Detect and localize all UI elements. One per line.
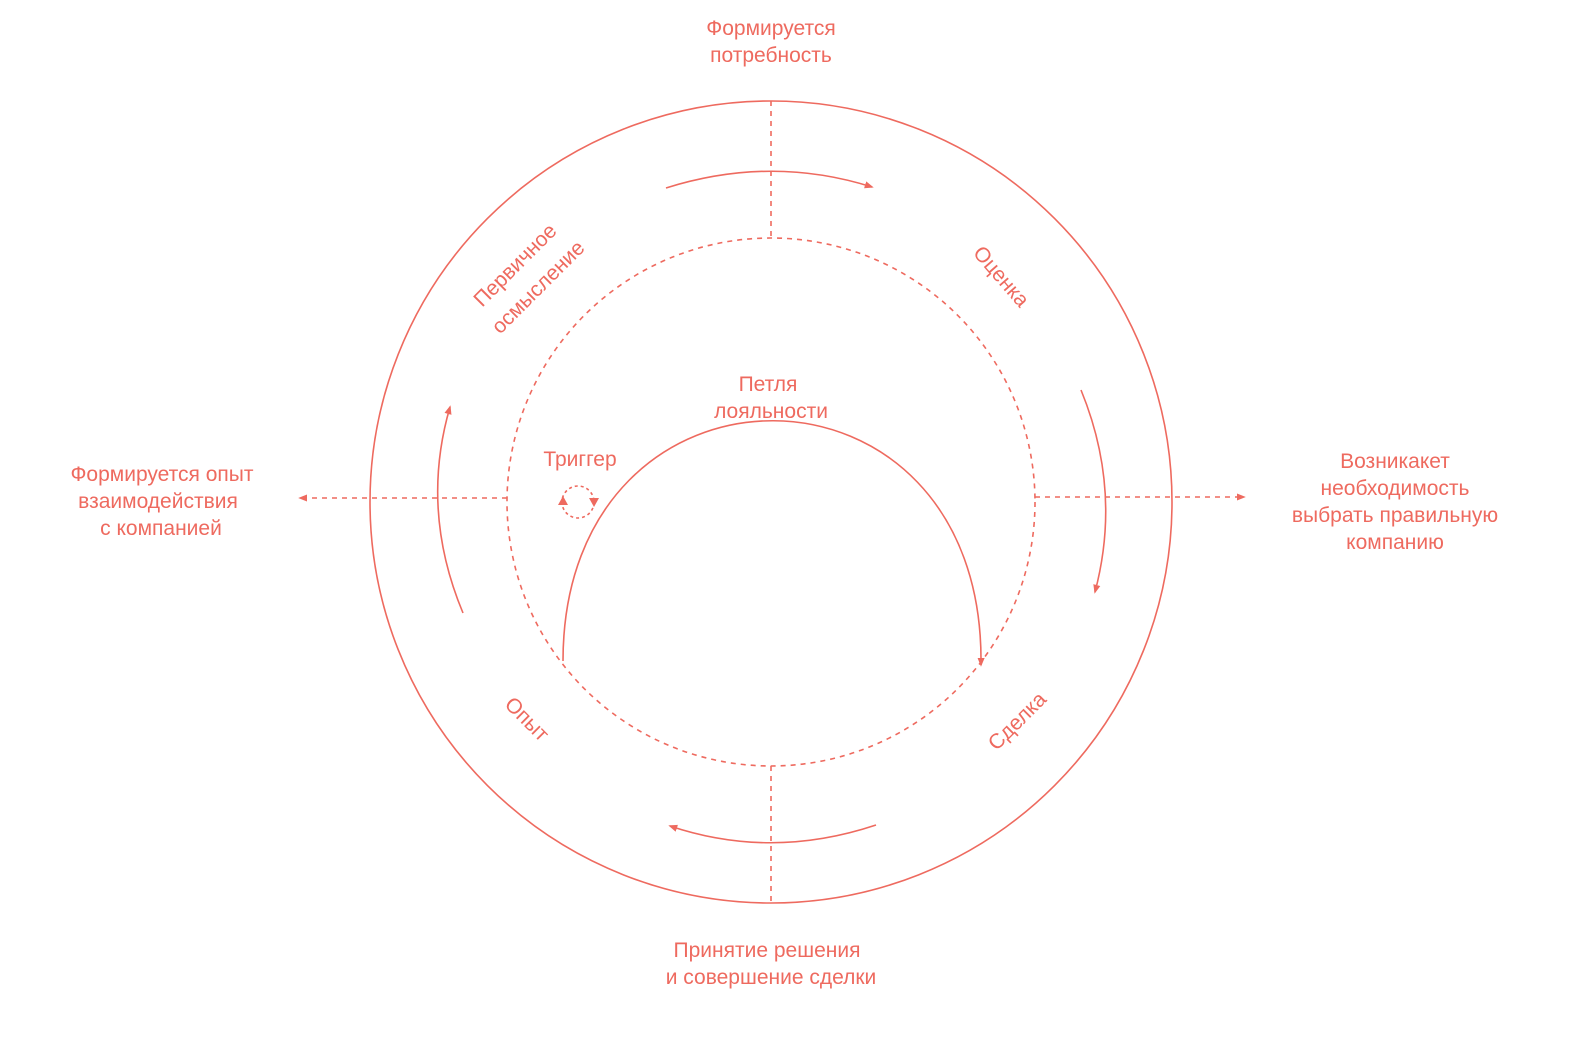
top-label-line2: потребность (710, 44, 832, 67)
right-label-line3: выбрать правильную (1292, 504, 1498, 527)
right-label-line1: Возникакет (1340, 450, 1450, 473)
trigger-icon (561, 485, 595, 519)
stage-deal: Сделка (984, 688, 1051, 755)
left-label-line2: взаимодействия (78, 490, 238, 513)
inner-dashed-circle (506, 237, 1036, 767)
top-label-line1: Формируется (706, 17, 835, 40)
trigger-label: Триггер (543, 448, 616, 471)
stage-evaluation: Оценка (968, 242, 1033, 312)
right-label-line2: необходимость (1321, 477, 1470, 500)
left-label-line1: Формируется опыт (70, 463, 253, 486)
loyalty-loop-arc (562, 420, 985, 667)
cycle-arrow-top (665, 170, 874, 189)
cycle-arrow-bottom (668, 824, 877, 844)
loyalty-loop-label-line1: Петля (739, 373, 798, 396)
bottom-label-line1: Принятие решения (674, 939, 861, 962)
cycle-arrow-left (436, 405, 464, 614)
stage-experience: Опыт (500, 693, 554, 747)
loyalty-loop-label-line2: лояльности (714, 400, 828, 423)
bottom-label-line2: и совершение сделки (666, 966, 877, 989)
right-label-line4: компанию (1346, 531, 1444, 554)
cycle-arrow-right (1080, 389, 1107, 594)
trigger-arrow-left-icon (558, 496, 568, 505)
trigger-arrow-right-icon (589, 498, 599, 507)
left-label-line3: с компанией (100, 517, 222, 540)
